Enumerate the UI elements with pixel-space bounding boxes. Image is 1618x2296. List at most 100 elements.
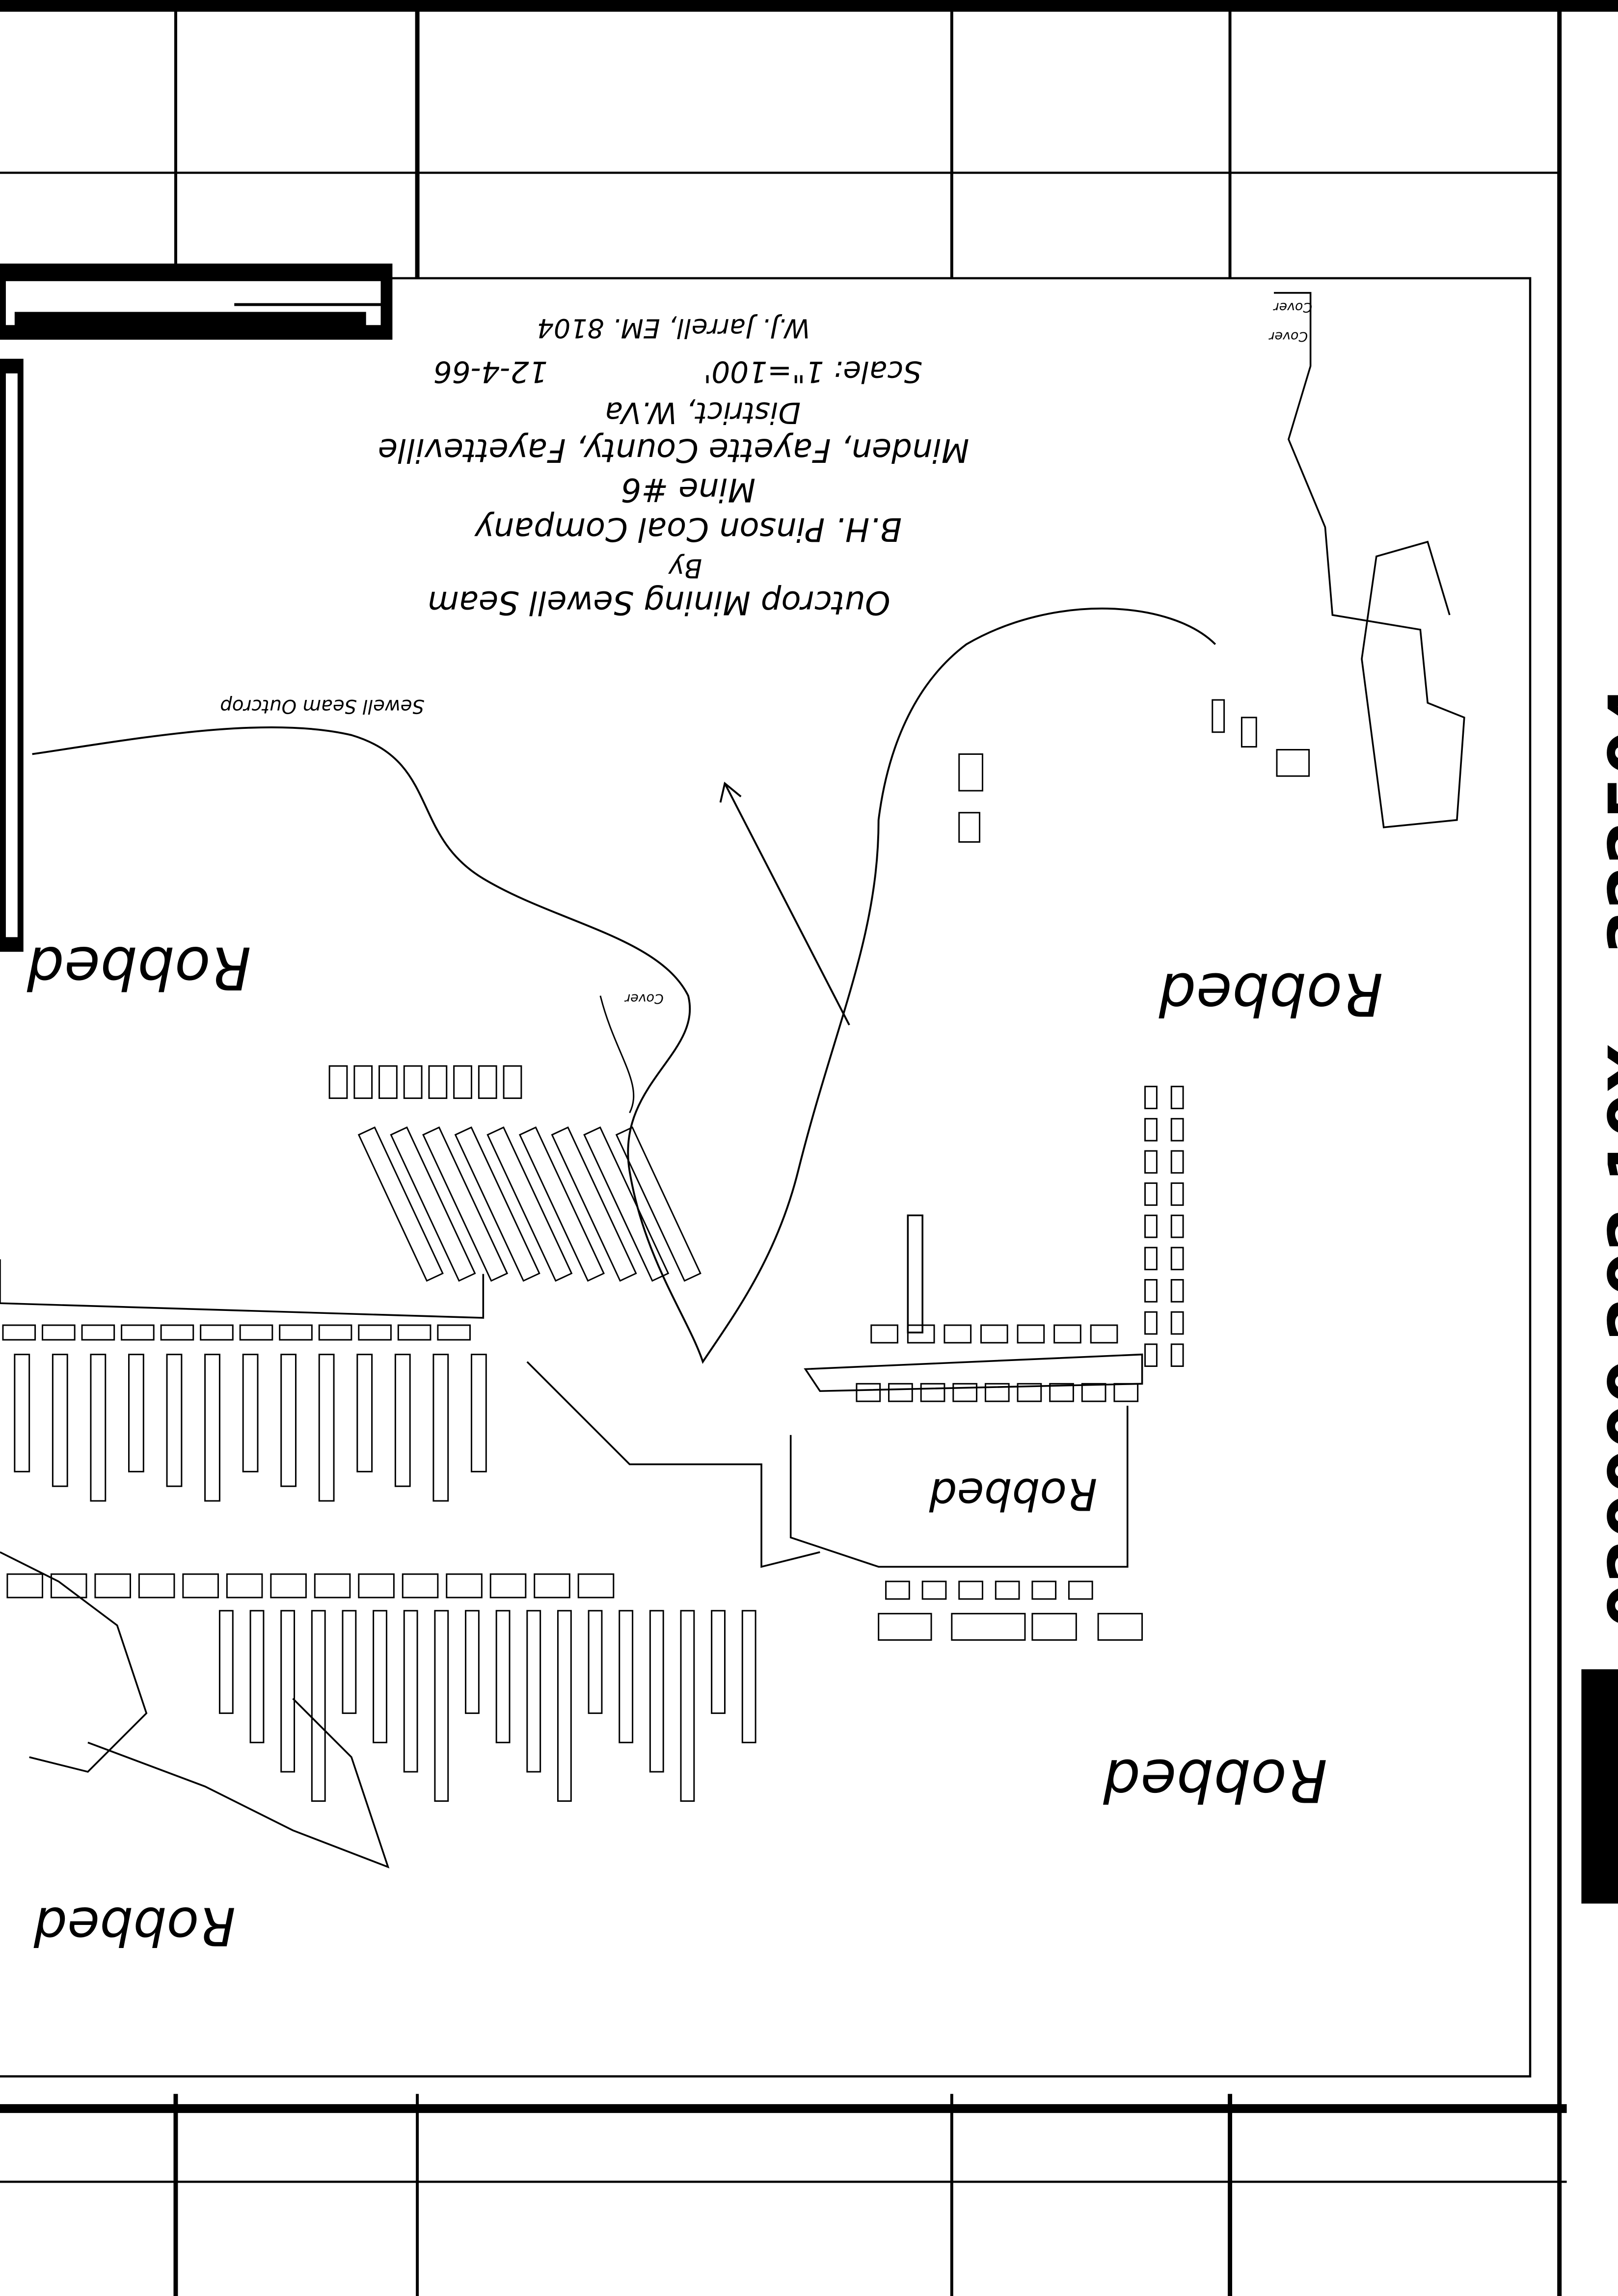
pillar <box>454 1126 540 1282</box>
pillar <box>280 1354 297 1487</box>
pillar <box>81 1324 115 1341</box>
pillar <box>588 1610 603 1714</box>
pillar <box>495 1610 511 1743</box>
entry-line <box>0 1259 485 1319</box>
cover-label: Cover <box>1268 329 1308 344</box>
pillar <box>958 1580 983 1600</box>
pillar <box>397 1324 431 1341</box>
pillar <box>907 1324 935 1344</box>
film-strip-code: WDM 020000 202 10X 322504 <box>1581 686 1618 1904</box>
pillar <box>711 1610 726 1714</box>
pillar <box>478 1065 497 1099</box>
pillar <box>951 1613 1026 1641</box>
pillar <box>1170 1247 1184 1271</box>
pillar <box>373 1610 387 1743</box>
pillar <box>1144 1182 1158 1206</box>
pillar <box>1144 1214 1158 1238</box>
pillar <box>1170 1343 1184 1367</box>
pillar <box>270 1573 307 1599</box>
pillar <box>921 1580 947 1600</box>
pillar <box>128 1354 144 1472</box>
scale-label-100-left: 100 <box>324 309 358 329</box>
pillar <box>577 1573 615 1599</box>
pillar <box>1144 1343 1158 1367</box>
pillar <box>1017 1383 1042 1402</box>
pillar <box>121 1324 155 1341</box>
pillar <box>356 1354 373 1472</box>
title-signature: W.J. Jarrell, EM. 8104 <box>537 313 810 344</box>
entry-line <box>907 1214 923 1334</box>
pillar <box>318 1354 335 1502</box>
pillar <box>1144 1311 1158 1335</box>
pillar <box>1144 1086 1158 1109</box>
title-line-3: B.H. Pinson Coal Company <box>474 510 902 548</box>
pillar <box>314 1573 351 1599</box>
pillar <box>1144 1279 1158 1303</box>
pillar <box>353 1065 373 1099</box>
pillar <box>280 1610 296 1773</box>
scale-label-300: 300 <box>15 309 49 329</box>
pillar <box>42 1324 76 1341</box>
pillar <box>984 1383 1010 1402</box>
pillar <box>402 1573 439 1599</box>
pillar <box>856 1383 881 1402</box>
pillar <box>318 1324 352 1341</box>
entry-line <box>87 1698 390 1869</box>
cover-labels: Cover Cover Cover <box>624 300 1312 1006</box>
pillar <box>1031 1580 1057 1600</box>
pillar <box>1144 1118 1158 1142</box>
pillar <box>432 1354 449 1502</box>
pillar <box>878 1613 932 1641</box>
side-code-2: 202 <box>1595 1207 1618 1341</box>
outcrop-line: Sewell Seam Outcrop <box>32 608 1216 1364</box>
pillar <box>358 1324 392 1341</box>
side-code-1: 020000 <box>1595 1359 1618 1628</box>
pillar <box>166 1354 183 1487</box>
title-line-2: By <box>668 553 702 584</box>
pillar <box>888 1383 913 1402</box>
pillar <box>358 1573 395 1599</box>
entry-line <box>0 1551 148 1773</box>
entry-line <box>526 1361 820 1568</box>
pillar <box>1081 1383 1106 1402</box>
pillar <box>952 1383 978 1402</box>
pillar <box>218 1610 234 1714</box>
pillar <box>394 1354 411 1487</box>
scale-label-200: 200 <box>98 309 131 329</box>
pillar <box>503 1065 522 1099</box>
pillar <box>619 1610 634 1743</box>
robbed-label: Robbed <box>27 933 251 1001</box>
pillar <box>995 1580 1020 1600</box>
scale-bar: 100 0 100 200 300 <box>14 303 381 330</box>
scale-label-100: 100 <box>174 309 207 329</box>
pillar <box>453 1065 472 1099</box>
workings-northeast <box>958 292 1465 843</box>
entry-line <box>789 1406 1129 1568</box>
pillar <box>1144 1247 1158 1271</box>
pillar <box>615 1126 701 1282</box>
pillar <box>434 1610 449 1802</box>
mine-workings <box>0 1065 1184 1869</box>
pillar <box>1049 1383 1074 1402</box>
pillar <box>422 1126 509 1282</box>
pillar <box>311 1610 326 1802</box>
robbed-labels: Robbed Robbed Robbed Robbed Robbed <box>27 933 1383 1956</box>
side-code-4: 322504 <box>1595 686 1618 955</box>
pillar <box>52 1354 68 1487</box>
title-line-6: District, W.Va <box>605 395 801 429</box>
title-line-1: Outcrop Mining Sewell Seam <box>428 584 890 621</box>
side-code-3: 10X <box>1595 1043 1618 1182</box>
title-scale: Scale: 1"=100' <box>703 354 922 388</box>
pillar <box>403 1065 423 1099</box>
pillar <box>1170 1150 1184 1174</box>
pillar <box>534 1573 570 1599</box>
title-date: 12-4-66 <box>433 354 548 388</box>
pillar <box>489 1573 527 1599</box>
pillar <box>1017 1324 1045 1344</box>
title-line-4: Mine #6 <box>621 471 755 508</box>
pillar <box>1170 1182 1184 1206</box>
pillar <box>465 1610 480 1714</box>
pillar <box>242 1354 259 1472</box>
robbed-label: Robbed <box>929 1468 1098 1519</box>
